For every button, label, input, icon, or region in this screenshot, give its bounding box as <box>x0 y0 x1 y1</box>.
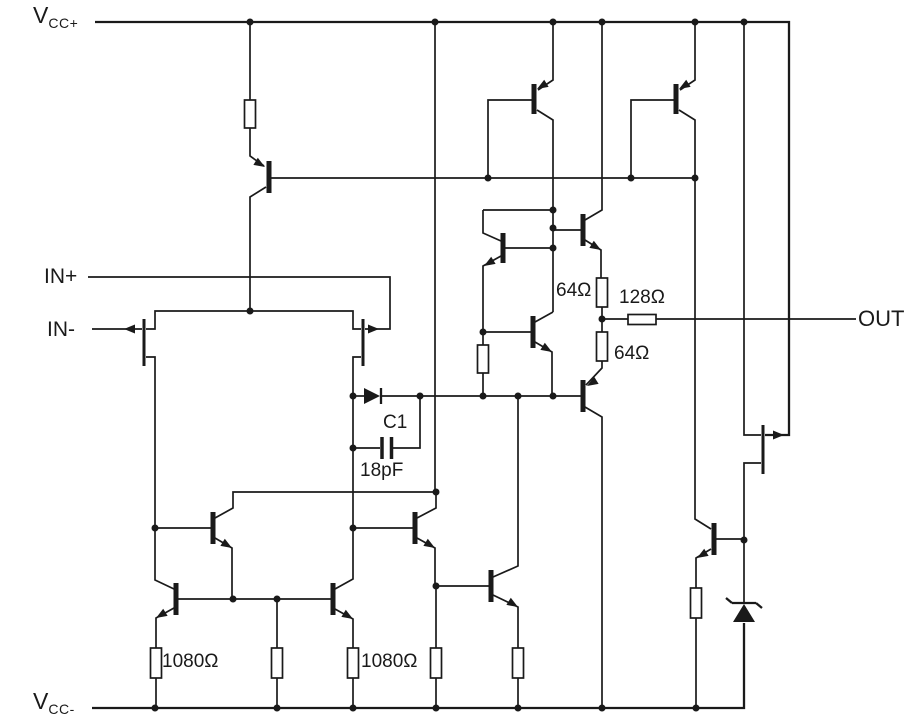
transistor-q11 <box>353 492 437 586</box>
vcc-minus-rail <box>92 623 746 710</box>
d1-triangle <box>364 388 380 404</box>
q11-emitter-arrow <box>423 538 435 548</box>
resistor-r64-top <box>595 277 609 332</box>
resistor-r64-bottom <box>595 331 609 362</box>
out-label: OUT <box>858 306 905 331</box>
d2-zener-ticks <box>725 597 763 609</box>
q4-collector <box>482 210 502 242</box>
j2-gate-arrow <box>368 324 379 334</box>
vcc-minus-label: VCC- <box>33 688 75 717</box>
r64-top-label: 64Ω <box>556 280 592 301</box>
jfet-j1 <box>124 310 361 590</box>
resistor-r-mid-left <box>270 599 284 708</box>
q12-emitter-arrow <box>506 597 518 607</box>
q7-collector <box>584 406 603 708</box>
q2-emitter-arrow <box>537 79 549 89</box>
jfet-j2 <box>334 319 379 590</box>
r128-label: 128Ω <box>619 287 665 308</box>
transistor-q13 <box>695 523 744 588</box>
j3-bottom-contact <box>743 462 761 540</box>
q3-emitter-arrow <box>679 79 691 89</box>
q4-emitter <box>482 255 502 332</box>
d2-triangle <box>733 604 755 622</box>
transistor-q7 <box>580 361 603 708</box>
resistor-r-right <box>689 587 703 708</box>
q1-collector <box>249 186 267 311</box>
q11-collector <box>416 492 437 519</box>
transistor-q12 <box>488 396 519 648</box>
vcc-plus-label: VCC+ <box>33 2 79 31</box>
resistor-r128 <box>602 313 856 326</box>
resistor-r-mid-2 <box>511 647 525 708</box>
transistor-q10 <box>330 583 354 648</box>
r1080-left-label: 1080Ω <box>162 651 219 672</box>
c1-right-lead <box>393 396 421 449</box>
q5-collector <box>534 311 554 323</box>
q3-emitter <box>679 22 696 91</box>
transistor-q4 <box>482 210 553 332</box>
resistor-r2 <box>476 332 490 396</box>
vcc-minus-sub: CC- <box>48 701 75 717</box>
input-in-plus-wire <box>88 276 391 330</box>
q9-emitter-arrow <box>156 608 168 618</box>
q13-emitter-arrow <box>697 548 709 558</box>
q6-collector <box>584 22 603 221</box>
q4-emitter-arrow <box>484 256 496 266</box>
q8-emitter-arrow <box>220 538 232 548</box>
transistor-q1 <box>249 128 272 311</box>
vcc-minus-main: V <box>33 688 49 714</box>
in-minus-label: IN- <box>47 318 75 341</box>
resistor-r-mid-1 <box>429 586 443 708</box>
jfet-j3 <box>743 22 784 540</box>
q5-emitter-arrow <box>540 342 552 352</box>
c1-value-label: 18pF <box>360 460 404 481</box>
q1-emitter-arrow <box>253 157 265 167</box>
transistor-q2 <box>487 22 554 312</box>
zener-d2 <box>725 540 763 622</box>
transistor-q6 <box>553 22 603 278</box>
transistor-q3 <box>630 22 696 178</box>
transistor-q8 <box>155 491 436 599</box>
q7-emitter <box>585 361 603 386</box>
j2-drain <box>334 356 361 590</box>
r64-bottom-label: 64Ω <box>614 343 650 364</box>
capacitor-c1 <box>353 396 421 459</box>
q7-emitter-arrow <box>587 376 599 386</box>
vcc-plus-sub: CC+ <box>48 15 79 31</box>
transistor-q9 <box>155 583 331 648</box>
q3-base <box>630 99 674 178</box>
vcc-plus-main: V <box>33 2 49 28</box>
resistor-r1080-right <box>346 647 360 708</box>
j1-j2-source-tail <box>146 310 361 330</box>
q2-base <box>487 99 532 178</box>
q3-collector <box>678 109 696 178</box>
q8-collector <box>214 491 436 519</box>
junction-dots <box>151 18 748 712</box>
j3-gate-arrow <box>773 430 784 440</box>
r1080-right-label: 1080Ω <box>361 651 418 672</box>
diode-d1 <box>364 388 383 404</box>
c1-name-label: C1 <box>383 412 408 433</box>
j1-gate-arrow <box>124 324 135 334</box>
q10-emitter-arrow <box>341 609 353 619</box>
j1-drain <box>146 356 175 590</box>
q2-emitter <box>537 22 554 91</box>
in-plus-label: IN+ <box>44 265 78 288</box>
resistor-r1080-left <box>149 647 163 708</box>
j3-top-contact <box>743 22 761 436</box>
q6-emitter-arrow <box>589 240 601 250</box>
transistor-q5 <box>483 311 554 396</box>
q12-collector <box>492 396 519 578</box>
vcc-minus-wire <box>92 623 746 710</box>
wire-q3-to-q10 <box>694 178 712 530</box>
resistor-r1 <box>243 22 257 129</box>
